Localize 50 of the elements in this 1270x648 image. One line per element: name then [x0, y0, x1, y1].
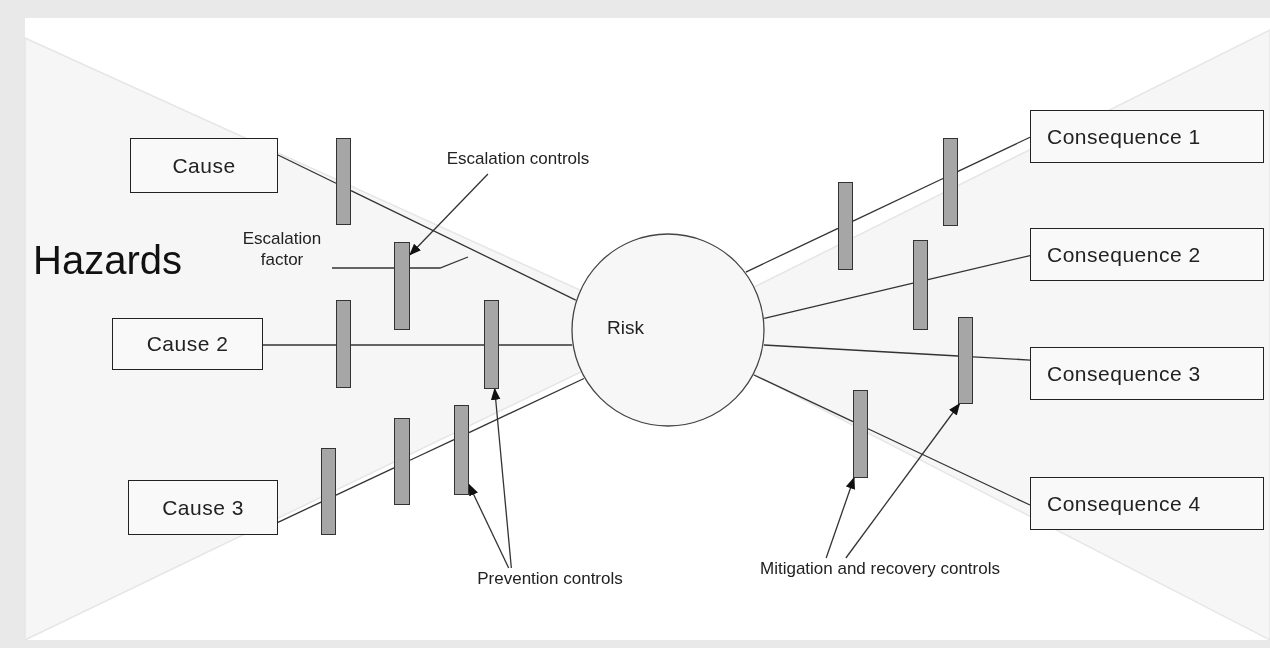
- connector-line: [277, 501, 322, 523]
- connector-line: [409, 438, 455, 461]
- control-barrier: [394, 418, 410, 505]
- process-box: Cause 2: [112, 318, 263, 370]
- connector-line: [867, 428, 1031, 506]
- control-barrier: [321, 448, 336, 535]
- connector-line: [350, 344, 485, 346]
- node-label: Risk: [607, 317, 644, 339]
- process-box: Cause: [130, 138, 278, 193]
- leader-line: [409, 256, 469, 269]
- control-barrier: [958, 317, 973, 404]
- process-box: Consequence 2: [1030, 228, 1264, 281]
- connector-line: [852, 177, 944, 222]
- control-barrier: [454, 405, 469, 495]
- connector-line: [745, 227, 839, 273]
- leader-arrow: [490, 387, 512, 569]
- process-box: Consequence 1: [1030, 110, 1264, 163]
- annotation-text: Escalation factor: [232, 228, 332, 280]
- leader-arrow: [468, 483, 510, 569]
- leader-arrow: [825, 476, 855, 559]
- connector-line: [927, 254, 1031, 281]
- control-barrier: [853, 390, 868, 478]
- connector-line: [498, 344, 573, 346]
- process-box: Consequence 3: [1030, 347, 1264, 400]
- connector-line: [957, 136, 1031, 173]
- connector-line: [335, 467, 395, 496]
- control-barrier: [913, 240, 928, 330]
- connector-line: [277, 154, 337, 184]
- control-barrier: [336, 138, 351, 225]
- connector-line: [753, 374, 854, 423]
- control-barrier: [943, 138, 958, 226]
- control-barrier: [838, 182, 853, 270]
- connector-line: [972, 356, 1031, 361]
- leader-arrow: [409, 173, 489, 256]
- annotation-text: Mitigation and recovery controls: [745, 558, 1015, 610]
- control-barrier: [484, 300, 499, 389]
- process-box: Cause 3: [128, 480, 278, 535]
- connector-line: [262, 344, 337, 346]
- annotation-text: Escalation controls: [398, 148, 638, 174]
- control-barrier: [336, 300, 351, 388]
- control-barrier: [394, 242, 410, 330]
- annotation-text: Prevention controls: [420, 568, 680, 596]
- process-box: Consequence 4: [1030, 477, 1264, 530]
- leader-arrow: [845, 403, 961, 559]
- connector-line: [331, 267, 395, 269]
- connector-line: [468, 377, 585, 434]
- section-heading: Hazards: [33, 238, 182, 283]
- connector-line: [763, 344, 959, 357]
- connector-line: [763, 282, 914, 319]
- connector-line: [350, 189, 577, 301]
